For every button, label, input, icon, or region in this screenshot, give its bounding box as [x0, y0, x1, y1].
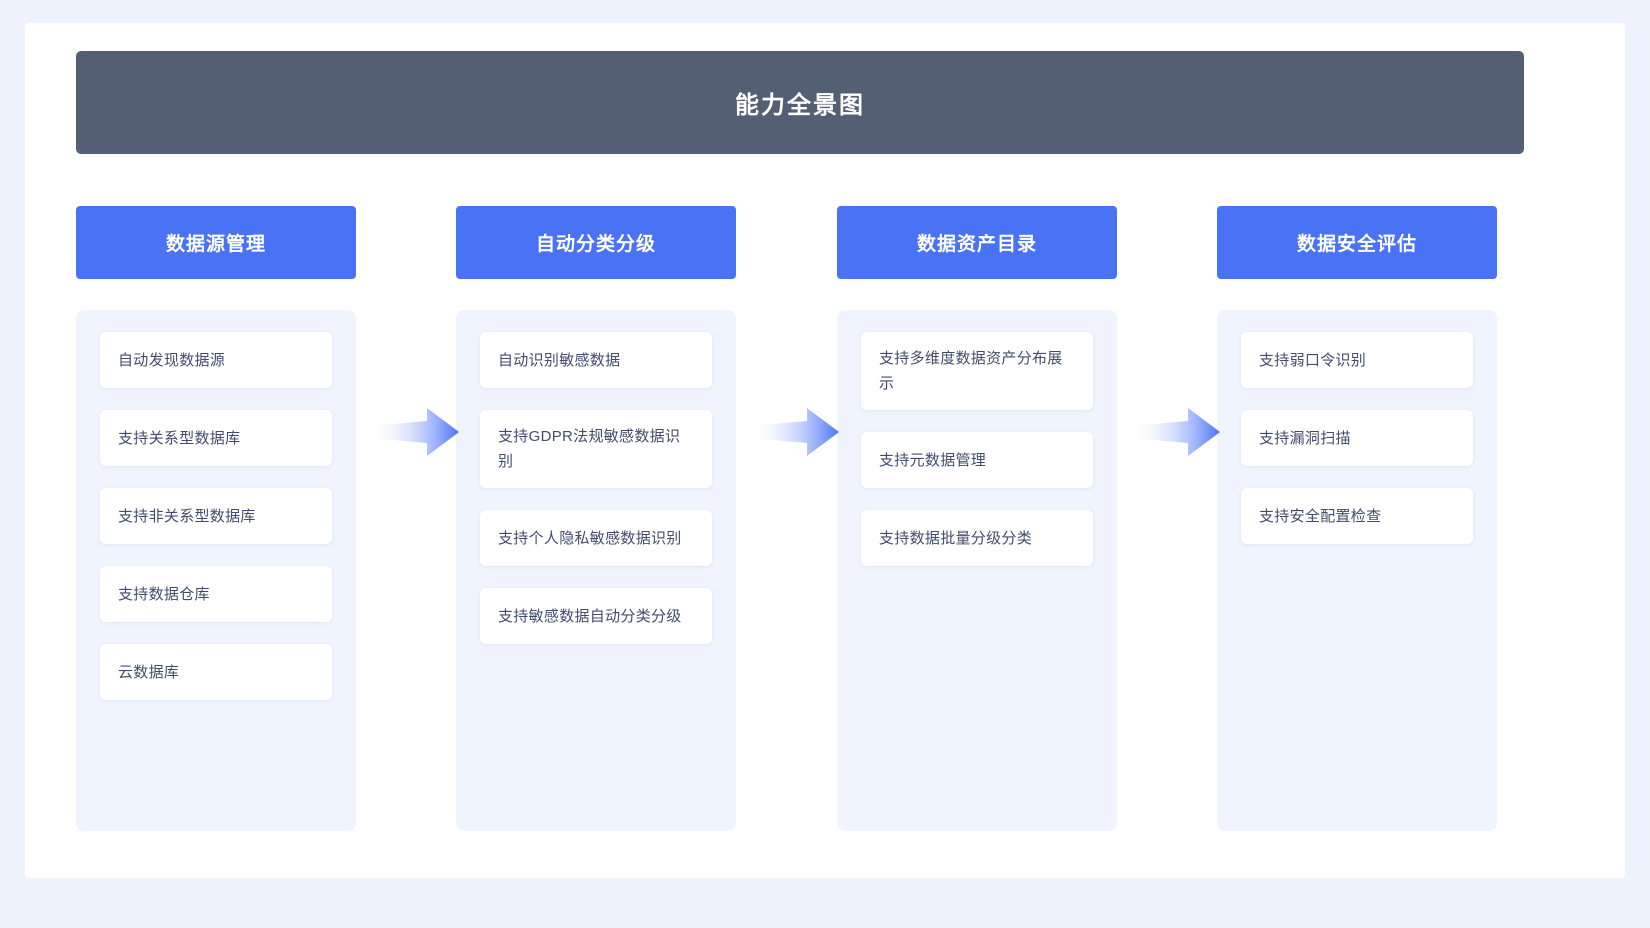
feature-card-label: 支持弱口令识别 [1259, 351, 1367, 369]
feature-card-label: 支持非关系型数据库 [118, 507, 256, 525]
feature-card[interactable]: 支持非关系型数据库 [100, 488, 332, 544]
flow-arrow-2 [749, 404, 839, 460]
feature-card-label: 自动发现数据源 [118, 351, 226, 369]
column-panel-data-asset-catalog: 支持多维度数据资产分布展示 支持元数据管理 支持数据批量分级分类 [837, 310, 1117, 831]
feature-card-label: 支持个人隐私敏感数据识别 [498, 529, 682, 547]
feature-card[interactable]: 支持个人隐私敏感数据识别 [480, 510, 712, 566]
feature-card[interactable]: 支持元数据管理 [861, 432, 1093, 488]
feature-card[interactable]: 自动识别敏感数据 [480, 332, 712, 388]
column-panel-data-source-management: 自动发现数据源 支持关系型数据库 支持非关系型数据库 支持数据仓库 云数据库 [76, 310, 356, 831]
feature-card[interactable]: 支持关系型数据库 [100, 410, 332, 466]
feature-card-label: 支持安全配置检查 [1259, 507, 1382, 525]
column-panel-auto-classification-grading: 自动识别敏感数据 支持GDPR法规敏感数据识别 支持个人隐私敏感数据识别 支持敏… [456, 310, 736, 831]
column-header-data-security-assessment[interactable]: 数据安全评估 [1217, 206, 1497, 279]
feature-card-label: 支持数据仓库 [118, 585, 210, 603]
feature-card-label: 支持漏洞扫描 [1259, 429, 1351, 447]
feature-card-label: 支持GDPR法规敏感数据识别 [498, 428, 681, 470]
feature-card-label: 自动识别敏感数据 [498, 351, 621, 369]
feature-card[interactable]: 支持弱口令识别 [1241, 332, 1473, 388]
feature-card-label: 云数据库 [118, 663, 180, 681]
column-header-data-asset-catalog[interactable]: 数据资产目录 [837, 206, 1117, 279]
page-frame: 能力全景图 数据源管理 自动发现数据源 支持关系型数据库 支持非关系型数据库 支… [25, 23, 1625, 878]
arrow-right-icon [369, 408, 459, 456]
feature-card-label: 支持关系型数据库 [118, 429, 241, 447]
column-auto-classification-grading: 自动分类分级 自动识别敏感数据 支持GDPR法规敏感数据识别 支持个人隐私敏感数… [456, 206, 736, 831]
feature-card[interactable]: 自动发现数据源 [100, 332, 332, 388]
flow-arrow-1 [369, 404, 459, 460]
column-data-security-assessment: 数据安全评估 支持弱口令识别 支持漏洞扫描 支持安全配置检查 [1217, 206, 1497, 831]
feature-card-label: 支持多维度数据资产分布展示 [879, 350, 1063, 392]
capability-columns: 数据源管理 自动发现数据源 支持关系型数据库 支持非关系型数据库 支持数据仓库 … [76, 206, 1524, 831]
feature-card[interactable]: 支持数据仓库 [100, 566, 332, 622]
feature-card[interactable]: 支持漏洞扫描 [1241, 410, 1473, 466]
column-data-asset-catalog: 数据资产目录 支持多维度数据资产分布展示 支持元数据管理 支持数据批量分级分类 [837, 206, 1117, 831]
column-panel-data-security-assessment: 支持弱口令识别 支持漏洞扫描 支持安全配置检查 [1217, 310, 1497, 831]
column-header-data-source-management[interactable]: 数据源管理 [76, 206, 356, 279]
feature-card[interactable]: 支持敏感数据自动分类分级 [480, 588, 712, 644]
feature-card[interactable]: 云数据库 [100, 644, 332, 700]
column-data-source-management: 数据源管理 自动发现数据源 支持关系型数据库 支持非关系型数据库 支持数据仓库 … [76, 206, 356, 831]
flow-arrow-3 [1130, 404, 1220, 460]
column-header-auto-classification-grading[interactable]: 自动分类分级 [456, 206, 736, 279]
feature-card[interactable]: 支持安全配置检查 [1241, 488, 1473, 544]
arrow-right-icon [749, 408, 839, 456]
feature-card-label: 支持敏感数据自动分类分级 [498, 607, 682, 625]
feature-card[interactable]: 支持多维度数据资产分布展示 [861, 332, 1093, 410]
page-title: 能力全景图 [76, 51, 1524, 154]
feature-card-label: 支持元数据管理 [879, 451, 987, 469]
feature-card[interactable]: 支持数据批量分级分类 [861, 510, 1093, 566]
arrow-right-icon [1130, 408, 1220, 456]
feature-card-label: 支持数据批量分级分类 [879, 529, 1033, 547]
feature-card[interactable]: 支持GDPR法规敏感数据识别 [480, 410, 712, 488]
